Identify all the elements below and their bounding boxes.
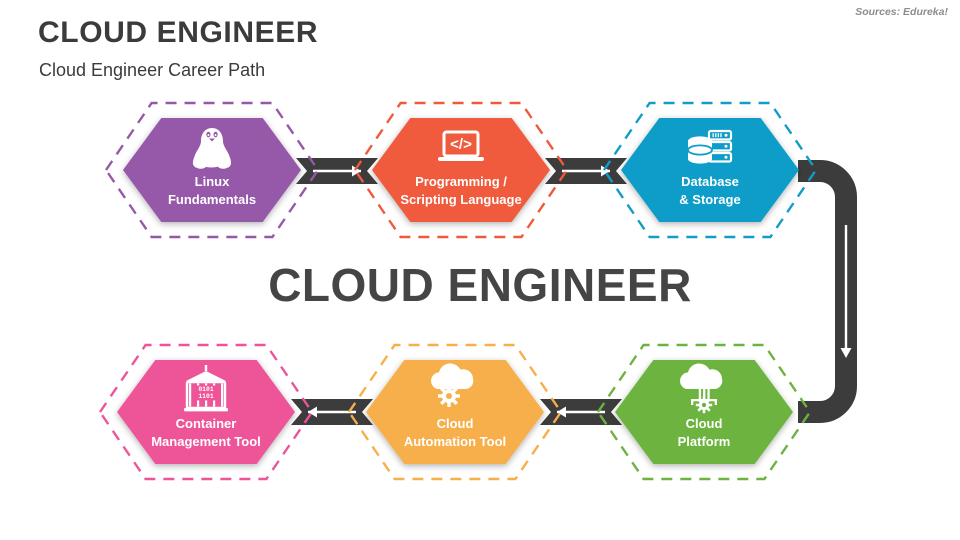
hexagon-dashed-outline [347,343,563,481]
laptop-code-icon: </> [438,130,484,161]
step-node-programming-scripting-language[interactable]: </> Programming / Scripting Language [353,101,569,239]
linux-penguin-icon [192,128,232,169]
step-label-line: Management Tool [151,434,261,449]
step-label-line: Database [681,174,739,189]
step-label-line: Fundamentals [168,192,256,207]
hexagon-shape[interactable] [621,118,799,222]
step-label-line: Linux [195,174,230,189]
page-subtitle: Cloud Engineer Career Path [39,60,266,80]
database-server-icon [687,129,733,164]
cloud-gear-icon [431,363,474,407]
hexagon-shape[interactable] [117,360,295,464]
step-label-line: Container [176,416,237,431]
sources-note: Sources: Edureka! [855,6,948,18]
step-node-database-storage[interactable]: Database & Storage [602,101,818,239]
step-label-line: Automation Tool [404,434,506,449]
step-label-line: Platform [678,434,731,449]
center-diagram-title: CLOUD ENGINEER [268,259,692,311]
hexagon-shape[interactable] [372,118,550,222]
hexagon-shape[interactable] [123,118,301,222]
step-label-line: Cloud [437,416,474,431]
hexagon-dashed-outline [98,343,314,481]
hexagon-dashed-outline [353,101,569,239]
svg-text:0101: 0101 [198,386,214,393]
step-label-line: & Storage [679,192,740,207]
hexagon-dashed-outline [104,101,320,239]
page-title: CLOUD ENGINEER [38,16,319,49]
hexagon-shape[interactable] [366,360,544,464]
step-label-line: Scripting Language [400,192,521,207]
svg-text:1101: 1101 [198,393,214,400]
step-label-line: Cloud [686,416,723,431]
connector-database-to-cloud-platform [798,160,857,423]
hexagon-dashed-outline [596,343,812,481]
cloud-gear-network-icon [680,363,723,414]
step-label-line: Programming / [415,174,507,189]
hexagon-dashed-outline [602,101,818,239]
svg-text:</>: </> [450,136,472,153]
